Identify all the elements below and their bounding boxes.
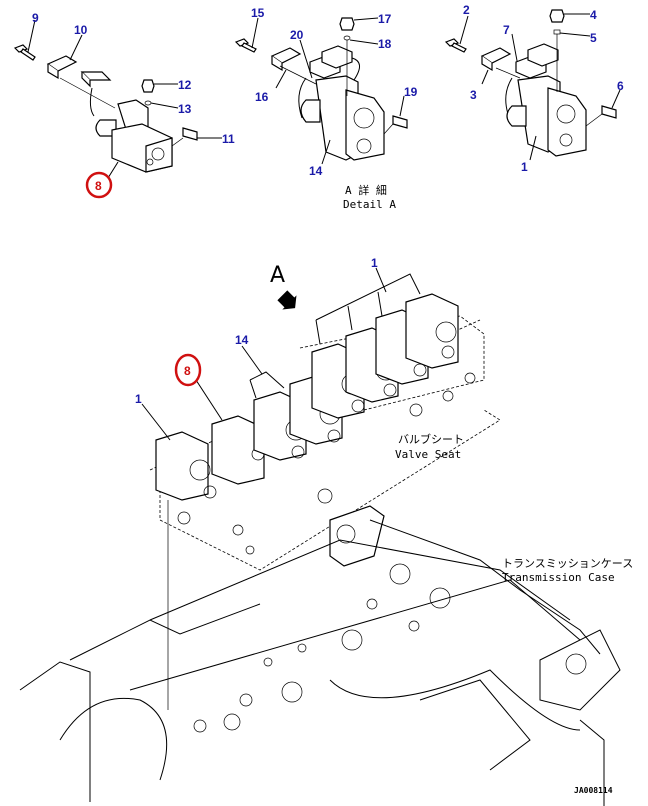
callout-1-top: 1	[521, 160, 528, 174]
valve-block	[405, 293, 459, 369]
valve-seat-label-jp: バルブシート	[398, 432, 464, 446]
main-callouts: 1 14 8 1 バルブシート Valve Seat	[135, 256, 464, 461]
top-left-callouts: 9 10 12 13 11 8	[32, 11, 235, 199]
callout-12: 12	[178, 78, 192, 92]
view-arrow-icon	[277, 290, 297, 310]
trans-case-label-jp: トランスミッションケース	[502, 557, 633, 570]
trans-case-label-en: Transmission Case	[502, 571, 615, 584]
callout-19: 19	[404, 85, 418, 99]
callout-10: 10	[74, 23, 88, 37]
callout-15: 15	[251, 6, 265, 20]
callout-11: 11	[222, 132, 235, 146]
highlight-circle-8-main	[174, 353, 202, 387]
callout-6: 6	[617, 79, 624, 93]
valve-block	[155, 431, 217, 501]
callout-13: 13	[178, 102, 192, 116]
drawing-id: JA008114	[574, 786, 613, 795]
callout-7: 7	[503, 23, 510, 37]
detail-a-callouts: 15 20 17 18 16 19 14 A 詳 細 Detail A	[251, 6, 418, 211]
valve-seat-label-en: Valve Seat	[395, 448, 461, 461]
detail-caption-en: Detail A	[343, 198, 396, 211]
top-right-callouts: 2 7 4 5 3 6 1	[463, 3, 624, 174]
callout-3: 3	[470, 88, 477, 102]
view-arrow-a: A	[270, 263, 297, 310]
callout-5: 5	[590, 31, 597, 45]
callout-1-main-right: 1	[371, 256, 378, 270]
callout-16: 16	[255, 90, 269, 104]
view-arrow-label: A	[270, 263, 285, 288]
solenoid-valve-row	[141, 267, 459, 710]
solenoid-assembly-8	[13, 19, 222, 179]
detail-caption-jp: A 詳 細	[345, 183, 387, 197]
transmission-case	[19, 505, 621, 806]
callout-9: 9	[32, 11, 39, 25]
solenoid-assembly-1	[444, 9, 621, 161]
callout-8-main[interactable]: 8	[184, 364, 191, 378]
callout-14-detail: 14	[309, 164, 323, 178]
callout-8-top[interactable]: 8	[95, 179, 102, 193]
callout-18: 18	[378, 37, 392, 51]
transmission-case-labels: トランスミッションケース Transmission Case JA008114	[502, 557, 633, 795]
callout-14-main: 14	[235, 333, 249, 347]
detail-a-assembly	[234, 17, 408, 165]
callout-1-main-left: 1	[135, 392, 142, 406]
callout-20: 20	[290, 28, 304, 42]
callout-2: 2	[463, 3, 470, 17]
highlight-circle-8-top	[85, 171, 113, 199]
callout-17: 17	[378, 12, 392, 26]
callout-4: 4	[590, 8, 597, 22]
